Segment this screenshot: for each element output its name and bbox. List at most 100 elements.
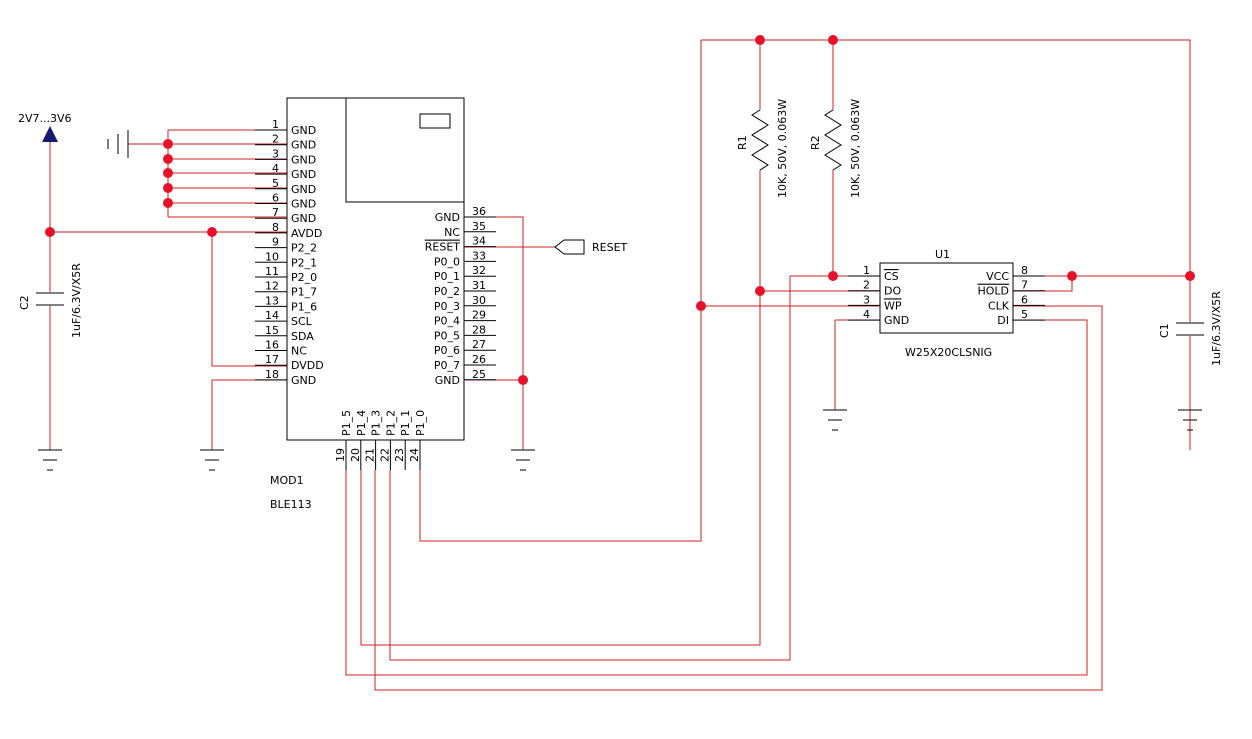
pin-name: AVDD	[291, 227, 322, 240]
ground-icon	[107, 130, 168, 158]
junction-dot	[1067, 271, 1077, 281]
pin-name: GND	[884, 314, 909, 327]
pin-name: P2_0	[291, 271, 317, 284]
pin-number: 13	[265, 294, 279, 307]
pin-number: 15	[265, 324, 279, 337]
pin-number: 4	[863, 308, 870, 321]
c2-ref: C2	[18, 295, 31, 310]
u1-pin-4: 4 GND	[848, 308, 909, 327]
pin-number: 22	[378, 448, 391, 462]
pin-name: P0_4	[434, 315, 460, 328]
pin-number: 1	[863, 264, 870, 277]
junction-dot	[1185, 271, 1195, 281]
pin-name: P0_1	[434, 270, 460, 283]
junction-dot	[755, 35, 765, 45]
mod1-pin-32: 32 P0_1	[434, 264, 496, 283]
mod1-pin-18: 18 GND	[255, 368, 316, 387]
mod1-pin-8: 8 AVDD	[255, 221, 322, 240]
pin-name: P0_3	[434, 300, 460, 313]
junction-dot	[755, 286, 765, 296]
mod1-pin-25: 25 GND	[435, 368, 496, 387]
pin-name: P1_0	[414, 410, 427, 436]
pin-number: 26	[472, 353, 486, 366]
pin-name: GND	[291, 153, 316, 166]
r1-value: 10K, 50V, 0.063W	[776, 99, 789, 198]
pin-name: GND	[291, 124, 316, 137]
capacitor-c1: C1 1uF/6.3V/X5R	[1158, 291, 1223, 366]
pin-number: 35	[472, 220, 486, 233]
power-label: 2V7...3V6	[18, 112, 72, 125]
pin-number: 27	[472, 338, 486, 351]
pin-name: GND	[291, 374, 316, 387]
pin-name: CLK	[988, 299, 1010, 312]
pin-number: 8	[272, 221, 279, 234]
pin-name: P0_7	[434, 359, 460, 372]
pin-number: 10	[265, 250, 279, 263]
pin-number: 5	[272, 177, 279, 190]
r2-ref: R2	[809, 135, 822, 150]
pin-number: 4	[272, 162, 279, 175]
pin-name: P0_2	[434, 285, 460, 298]
pin-name: GND	[291, 198, 316, 211]
pin-number: 18	[265, 368, 279, 381]
mod1-pin-4: 4 GND	[255, 162, 316, 181]
pin-number: 29	[472, 309, 486, 322]
u1-pin-6: 6 CLK	[988, 293, 1045, 312]
pin-name: P0_6	[434, 344, 460, 357]
mod1-pin-27: 27 P0_6	[434, 338, 496, 357]
pin-name: SDA	[291, 330, 314, 343]
capacitor-c2: C2 1uF/6.3V/X5R	[18, 263, 83, 338]
pin-name: HOLD	[977, 285, 1009, 298]
mod1-part: BLE113	[270, 498, 312, 511]
pin-number: 11	[265, 265, 279, 278]
junction-dot	[163, 168, 173, 178]
ground-icon	[200, 449, 224, 471]
pin-number: 1	[272, 118, 279, 131]
ground-icon	[823, 409, 847, 431]
pin-name: GND	[291, 168, 316, 181]
pin-name: GND	[291, 139, 316, 152]
pin-name: P1_6	[291, 300, 317, 313]
pin-name: RESET	[425, 241, 461, 254]
pin-number: 33	[472, 249, 486, 262]
pin-number: 6	[1021, 293, 1028, 306]
r1-ref: R1	[736, 135, 749, 150]
pin-number: 32	[472, 264, 486, 277]
pin-name: P1_1	[399, 410, 412, 436]
u1-pin-5: 5DI	[997, 308, 1045, 327]
pin-name: GND	[291, 212, 316, 225]
mod1-pin-11: 11 P2_0	[255, 265, 317, 284]
junction-dot	[163, 198, 173, 208]
mod1-ref: MOD1	[270, 474, 304, 487]
pin-name: DVDD	[291, 359, 324, 372]
pin-name: GND	[435, 374, 460, 387]
pin-number: 25	[472, 368, 486, 381]
ground-icon	[38, 449, 62, 471]
c1-ref: C1	[1158, 323, 1171, 338]
junction-dot	[207, 227, 217, 237]
